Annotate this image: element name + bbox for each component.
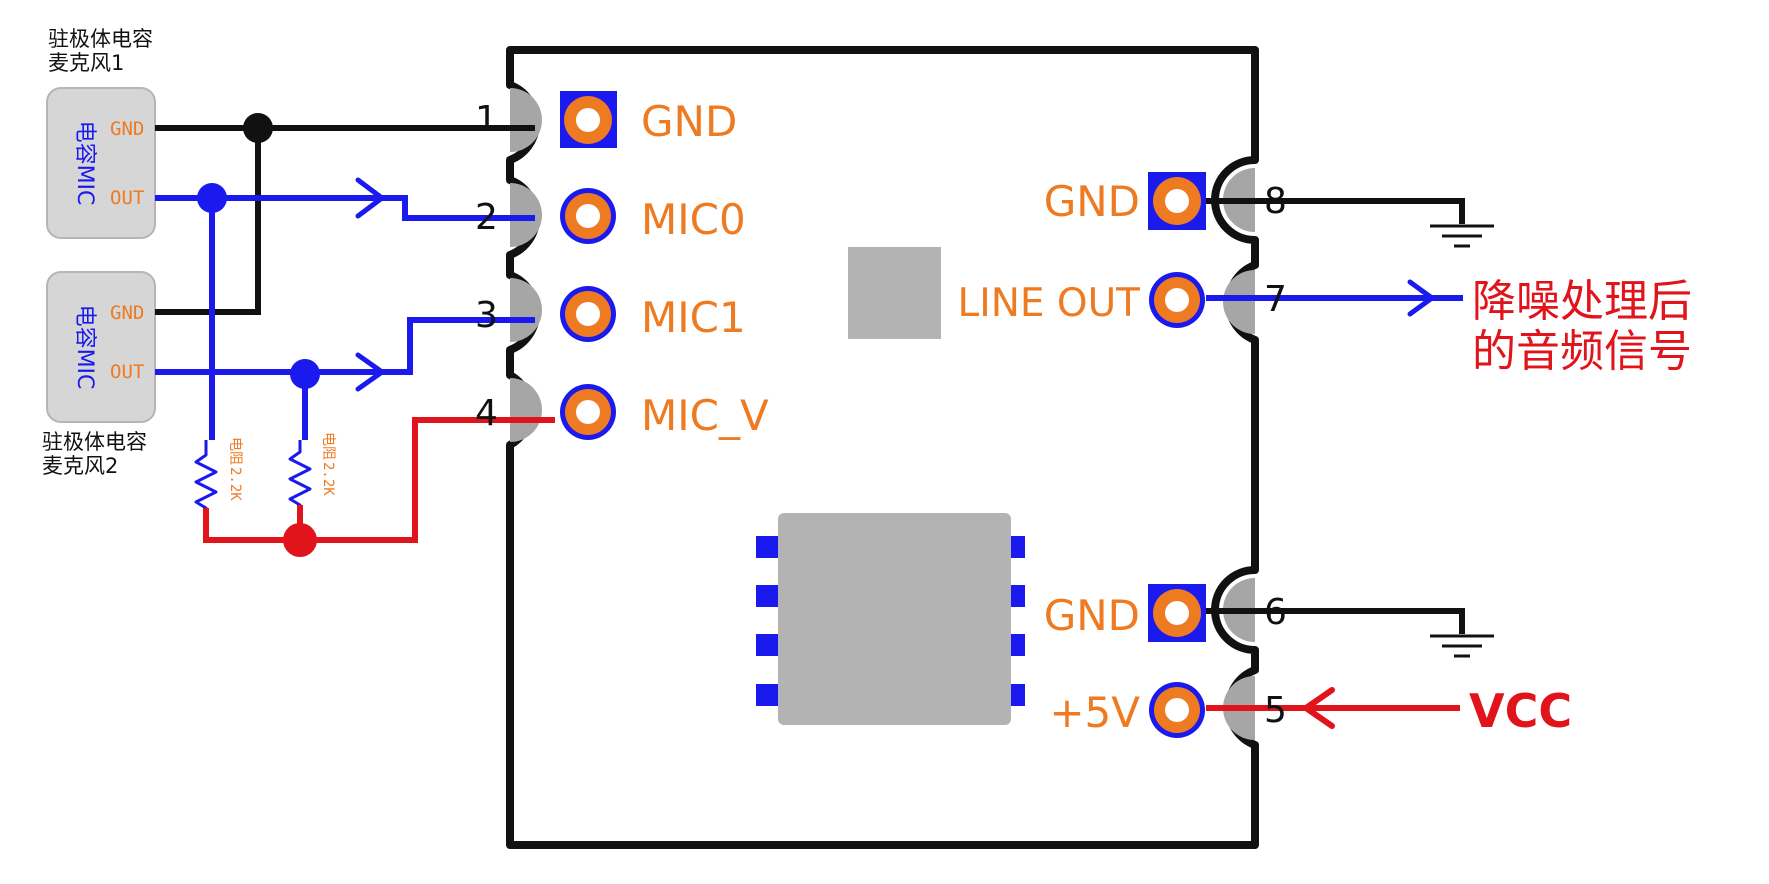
pin-5-label: +5V — [1049, 688, 1140, 737]
ground-symbol-pin6 — [1430, 634, 1494, 658]
ground-wires — [155, 125, 1465, 634]
mic2-title-line1: 驻极体电容 — [42, 430, 147, 454]
mic1-title-line2: 麦克风1 — [48, 51, 124, 75]
output-signal-line1: 降噪处理后 — [1472, 276, 1692, 327]
resistor-1-label-value: 2.2K — [227, 467, 243, 501]
pin-3-number: 3 — [475, 295, 498, 336]
left-pads — [560, 91, 617, 440]
pin-1-label: GND — [641, 97, 737, 146]
pin-5-number: 5 — [1264, 690, 1287, 731]
pin-7-label: LINE OUT — [957, 281, 1140, 326]
ic-chip — [756, 513, 1025, 725]
mic2: 电容MIC GND OUT 驻极体电容 麦克风2 — [42, 271, 156, 478]
pin-4-number: 4 — [475, 393, 498, 434]
mic2-gnd-label: GND — [110, 302, 144, 324]
vcc-label: VCC — [1469, 684, 1572, 738]
pin-4-label: MIC_V — [641, 391, 769, 440]
mic1: 电容MIC GND OUT 驻极体电容 麦克风1 — [46, 27, 156, 239]
mic2-body-label: 电容MIC — [72, 305, 97, 390]
power-junction-dot — [283, 523, 317, 557]
pin-8-label: GND — [1044, 177, 1140, 226]
resistor-2-label-top: 电阻 — [320, 432, 336, 460]
left-pin-labels: GND MIC0 MIC1 MIC_V — [641, 97, 769, 440]
pin-3-label: MIC1 — [641, 293, 746, 342]
signal-junction-dot-2 — [290, 359, 320, 389]
resistor-2: 电阻 2.2K — [288, 432, 336, 540]
signal-junction-dot-1 — [197, 183, 227, 213]
mic1-title-line1: 驻极体电容 — [48, 27, 153, 51]
ground-junction-dot — [243, 113, 273, 143]
module-board-outline — [506, 46, 1259, 849]
pin-6-number: 6 — [1264, 592, 1287, 633]
ground-symbol-pin8 — [1430, 224, 1494, 248]
mic2-out-label: OUT — [110, 361, 144, 383]
resistor-1-label-top: 电阻 — [227, 437, 243, 465]
output-signal-line2: 的音频信号 — [1472, 326, 1692, 377]
left-pin-numbers: 1 2 3 4 — [475, 99, 498, 434]
vcc-arrow — [1303, 687, 1335, 729]
signal-arrows — [355, 177, 1435, 392]
pin-8-number: 8 — [1264, 181, 1287, 222]
pin-7-number: 7 — [1264, 279, 1287, 320]
pin-1-number: 1 — [475, 99, 498, 140]
mic1-out-label: OUT — [110, 187, 144, 209]
pin-6-label: GND — [1044, 591, 1140, 640]
right-pin-numbers: 8 7 6 5 — [1264, 181, 1287, 731]
mic2-title-line2: 麦克风2 — [42, 454, 118, 478]
mic1-body-label: 电容MIC — [72, 121, 97, 206]
mic1-body — [46, 87, 156, 239]
small-component — [848, 247, 941, 339]
signal-wires — [155, 195, 1463, 440]
mic1-gnd-label: GND — [110, 118, 144, 140]
resistor-2-label-value: 2.2K — [320, 462, 336, 496]
resistor-1: 电阻 2.2K — [194, 437, 243, 540]
right-pads — [1148, 172, 1206, 738]
pin-2-label: MIC0 — [641, 195, 746, 244]
mic2-body — [46, 271, 156, 423]
pin-2-number: 2 — [475, 197, 498, 238]
right-pin-labels: GND LINE OUT GND +5V — [957, 177, 1140, 737]
